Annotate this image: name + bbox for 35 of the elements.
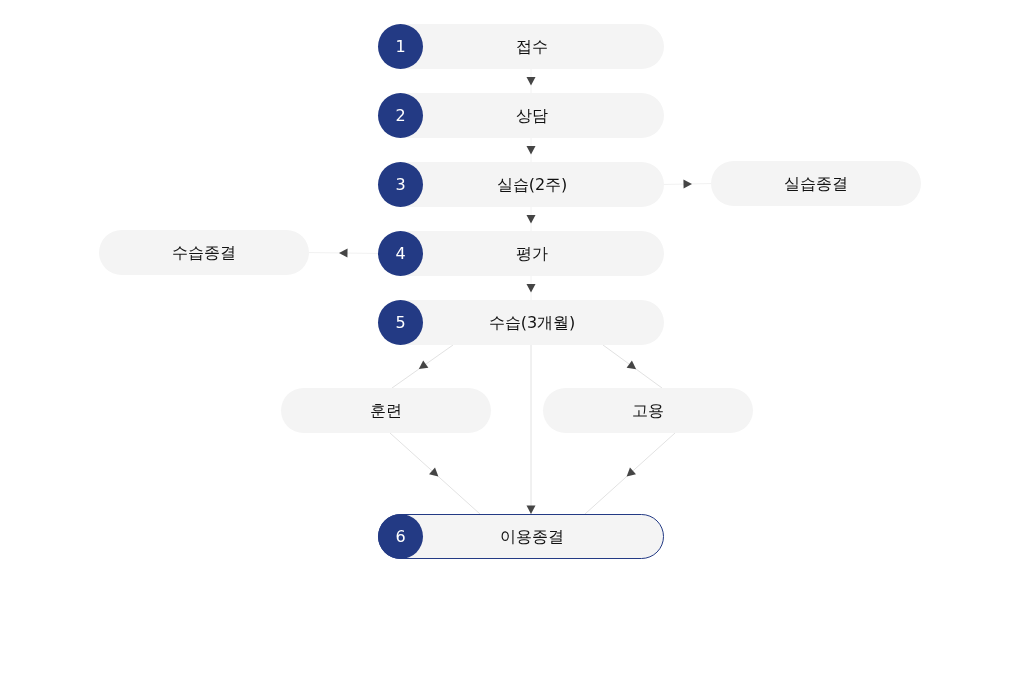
step-label: 고용 <box>632 400 664 421</box>
process-box <box>281 388 491 433</box>
arrow <box>526 137 536 163</box>
step-label: 수습종결 <box>172 242 236 263</box>
step-number: 1 <box>378 24 423 69</box>
arrow <box>663 179 712 189</box>
arrow <box>391 344 454 389</box>
arrow <box>526 206 536 232</box>
step-label: 평가 <box>516 243 548 264</box>
step-box <box>378 231 664 276</box>
step-box <box>378 162 664 207</box>
step-label: 상담 <box>516 105 548 126</box>
step-box <box>378 93 664 138</box>
arrow <box>526 275 536 301</box>
step-box <box>378 514 664 559</box>
step-label: 수습(3개월) <box>488 312 576 333</box>
arrow <box>308 248 379 258</box>
step-box <box>378 24 664 69</box>
arrow <box>584 432 676 515</box>
step-label: 실습(2주) <box>496 174 568 195</box>
step-number: 6 <box>378 514 423 559</box>
step-number: 4 <box>378 231 423 276</box>
step-label: 실습종결 <box>784 173 848 194</box>
arrow <box>389 432 481 515</box>
step-label: 이용종결 <box>500 526 564 547</box>
process-box <box>543 388 753 433</box>
arrow <box>602 344 663 389</box>
step-number: 2 <box>378 93 423 138</box>
step-number: 3 <box>378 162 423 207</box>
step-label: 훈련 <box>370 400 402 421</box>
step-number: 5 <box>378 300 423 345</box>
arrow <box>526 344 536 515</box>
arrow <box>526 68 536 94</box>
step-label: 접수 <box>516 36 548 57</box>
step-box <box>378 300 664 345</box>
